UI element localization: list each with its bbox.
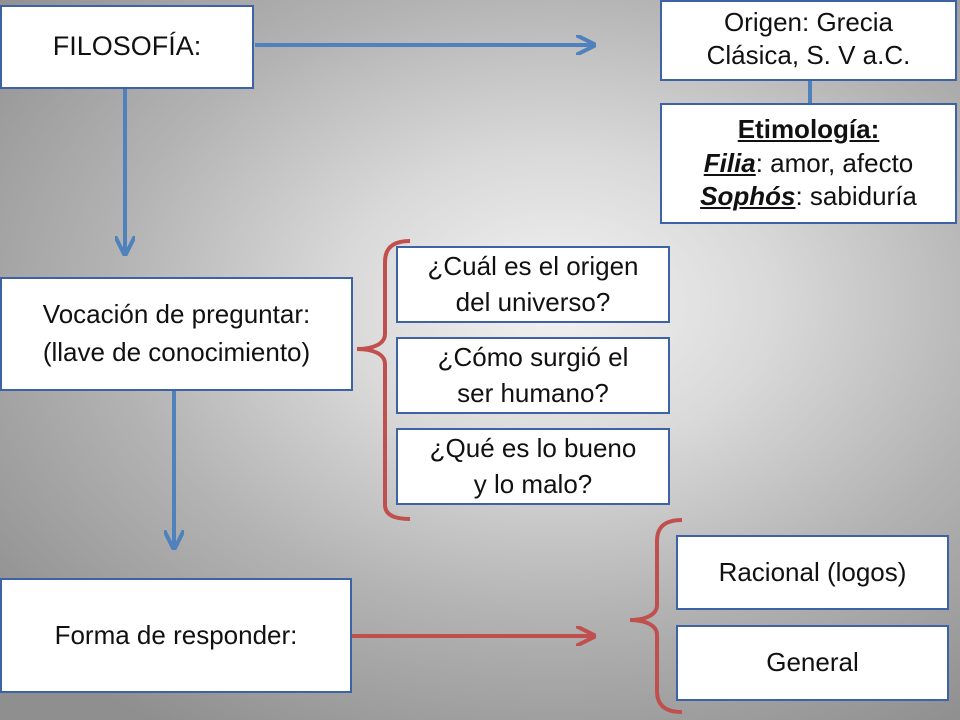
forma-label: Forma de responder: [54, 619, 298, 650]
etimologia-filia-row: Filia: amor, afecto [704, 147, 914, 181]
brace-responses [629, 518, 683, 714]
question-line1: ¿Qué es lo bueno [429, 433, 637, 464]
question-box-bueno-malo: ¿Qué es lo bueno y lo malo? [396, 428, 670, 505]
origen-line1: Origen: Grecia [723, 7, 894, 38]
response-label: General [766, 647, 859, 678]
vocacion-line1: Vocación de preguntar: [42, 299, 311, 330]
filosofia-box: FILOSOFÍA: [0, 5, 254, 89]
response-box-general: General [676, 625, 949, 701]
origen-box: Origen: Grecia Clásica, S. V a.C. [660, 0, 957, 81]
origen-line2: Clásica, S. V a.C. [706, 40, 911, 70]
etimologia-title: Etimología: [737, 113, 880, 144]
question-box-ser-humano: ¿Cómo surgió el ser humano? [396, 337, 670, 414]
question-box-universo: ¿Cuál es el origen del universo? [396, 246, 670, 323]
filia-definition: : amor, afecto [755, 147, 914, 178]
sophos-definition: : sabiduría [795, 181, 917, 212]
question-line2: del universo? [455, 286, 611, 317]
question-line1: ¿Cómo surgió el [437, 342, 629, 373]
question-line2: y lo malo? [473, 468, 593, 499]
filia-term: Filia [703, 147, 756, 178]
filosofia-label: FILOSOFÍA: [52, 31, 202, 62]
etimologia-box: Etimología: Filia: amor, afecto Sophós: … [660, 103, 957, 224]
response-box-racional: Racional (logos) [676, 535, 949, 610]
question-line2: ser humano? [457, 377, 609, 408]
sophos-term: Sophós [700, 181, 796, 212]
vocacion-line2: (llave de conocimiento) [42, 337, 311, 367]
question-line1: ¿Cuál es el origen [427, 251, 639, 282]
forma-box: Forma de responder: [0, 578, 352, 693]
brace-questions [356, 239, 411, 521]
response-label: Racional (logos) [718, 556, 907, 587]
etimologia-sophos-row: Sophós: sabiduría [700, 180, 917, 214]
vocacion-box: Vocación de preguntar: (llave de conocim… [0, 277, 353, 391]
